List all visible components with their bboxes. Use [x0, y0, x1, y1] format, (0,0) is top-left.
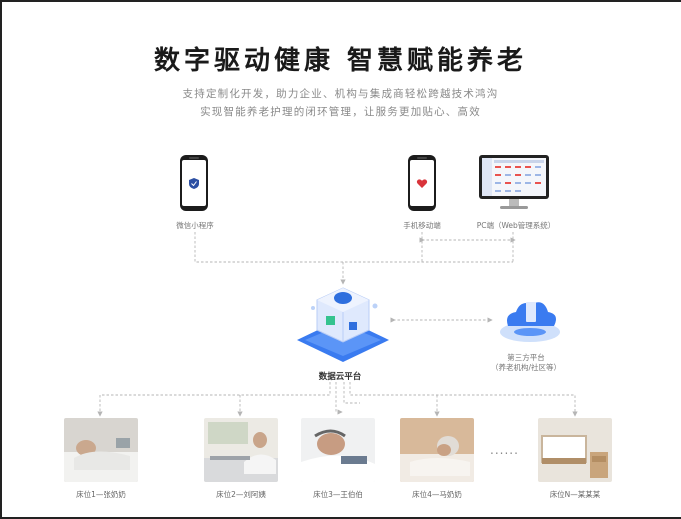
frame-left-edge [0, 0, 2, 519]
mobile-app-label: 手机移动端 [403, 221, 441, 230]
bed-photo-3 [301, 418, 375, 482]
subtitle-line-1: 支持定制化开发，助力企业、机构与集成商轻松跨越技术鸿沟 [182, 88, 499, 100]
third-party-cloud-icon [500, 302, 560, 342]
cloud-platform-icon [297, 287, 389, 362]
bed-label-4: 床位4—马奶奶 [412, 490, 462, 499]
shield-logo-icon [189, 177, 199, 189]
pc-monitor-icon [479, 155, 549, 215]
line-bed3 [335, 382, 343, 415]
mini-program-label: 微信小程序 [176, 221, 214, 230]
page-title: 数字驱动健康 智慧赋能养老 [153, 46, 528, 76]
bed-label-3: 床位3—王伯伯 [313, 490, 363, 499]
bed-photo-n [538, 418, 612, 482]
line-platform-beds-left [97, 382, 331, 417]
bed-label-2: 床位2—刘阿姨 [216, 490, 266, 499]
dashboard-screen-icon [482, 158, 544, 196]
mobile-app-phone-icon [408, 155, 436, 211]
frame-top-edge [0, 0, 681, 2]
line-miniprogram-down [194, 232, 513, 263]
pc-web-label: PC端（Web管理系统） [476, 221, 556, 230]
line-platform-beds-right [349, 382, 578, 417]
line-platform-beds-mid [343, 382, 360, 404]
mini-program-phone-icon [180, 155, 208, 211]
more-beds-ellipsis: ...... [490, 443, 519, 457]
third-party-label-line-2: （养老机构/社区等） [490, 363, 562, 372]
frame-bottom-edge [0, 517, 681, 519]
subtitle-line-2: 实现智能养老护理的闭环管理，让服务更加贴心、高效 [200, 106, 481, 118]
data-cloud-platform-label: 数据云平台 [318, 372, 362, 382]
bed-label-1: 床位1—张奶奶 [76, 490, 126, 499]
bed-photo-1 [64, 418, 138, 482]
heart-logo-icon [416, 178, 428, 188]
third-party-label-line-1: 第三方平台 [507, 353, 545, 362]
bed-label-n: 床位N—某某某 [549, 490, 601, 499]
bed-photo-4 [400, 418, 474, 482]
bed-photo-2 [204, 418, 278, 482]
